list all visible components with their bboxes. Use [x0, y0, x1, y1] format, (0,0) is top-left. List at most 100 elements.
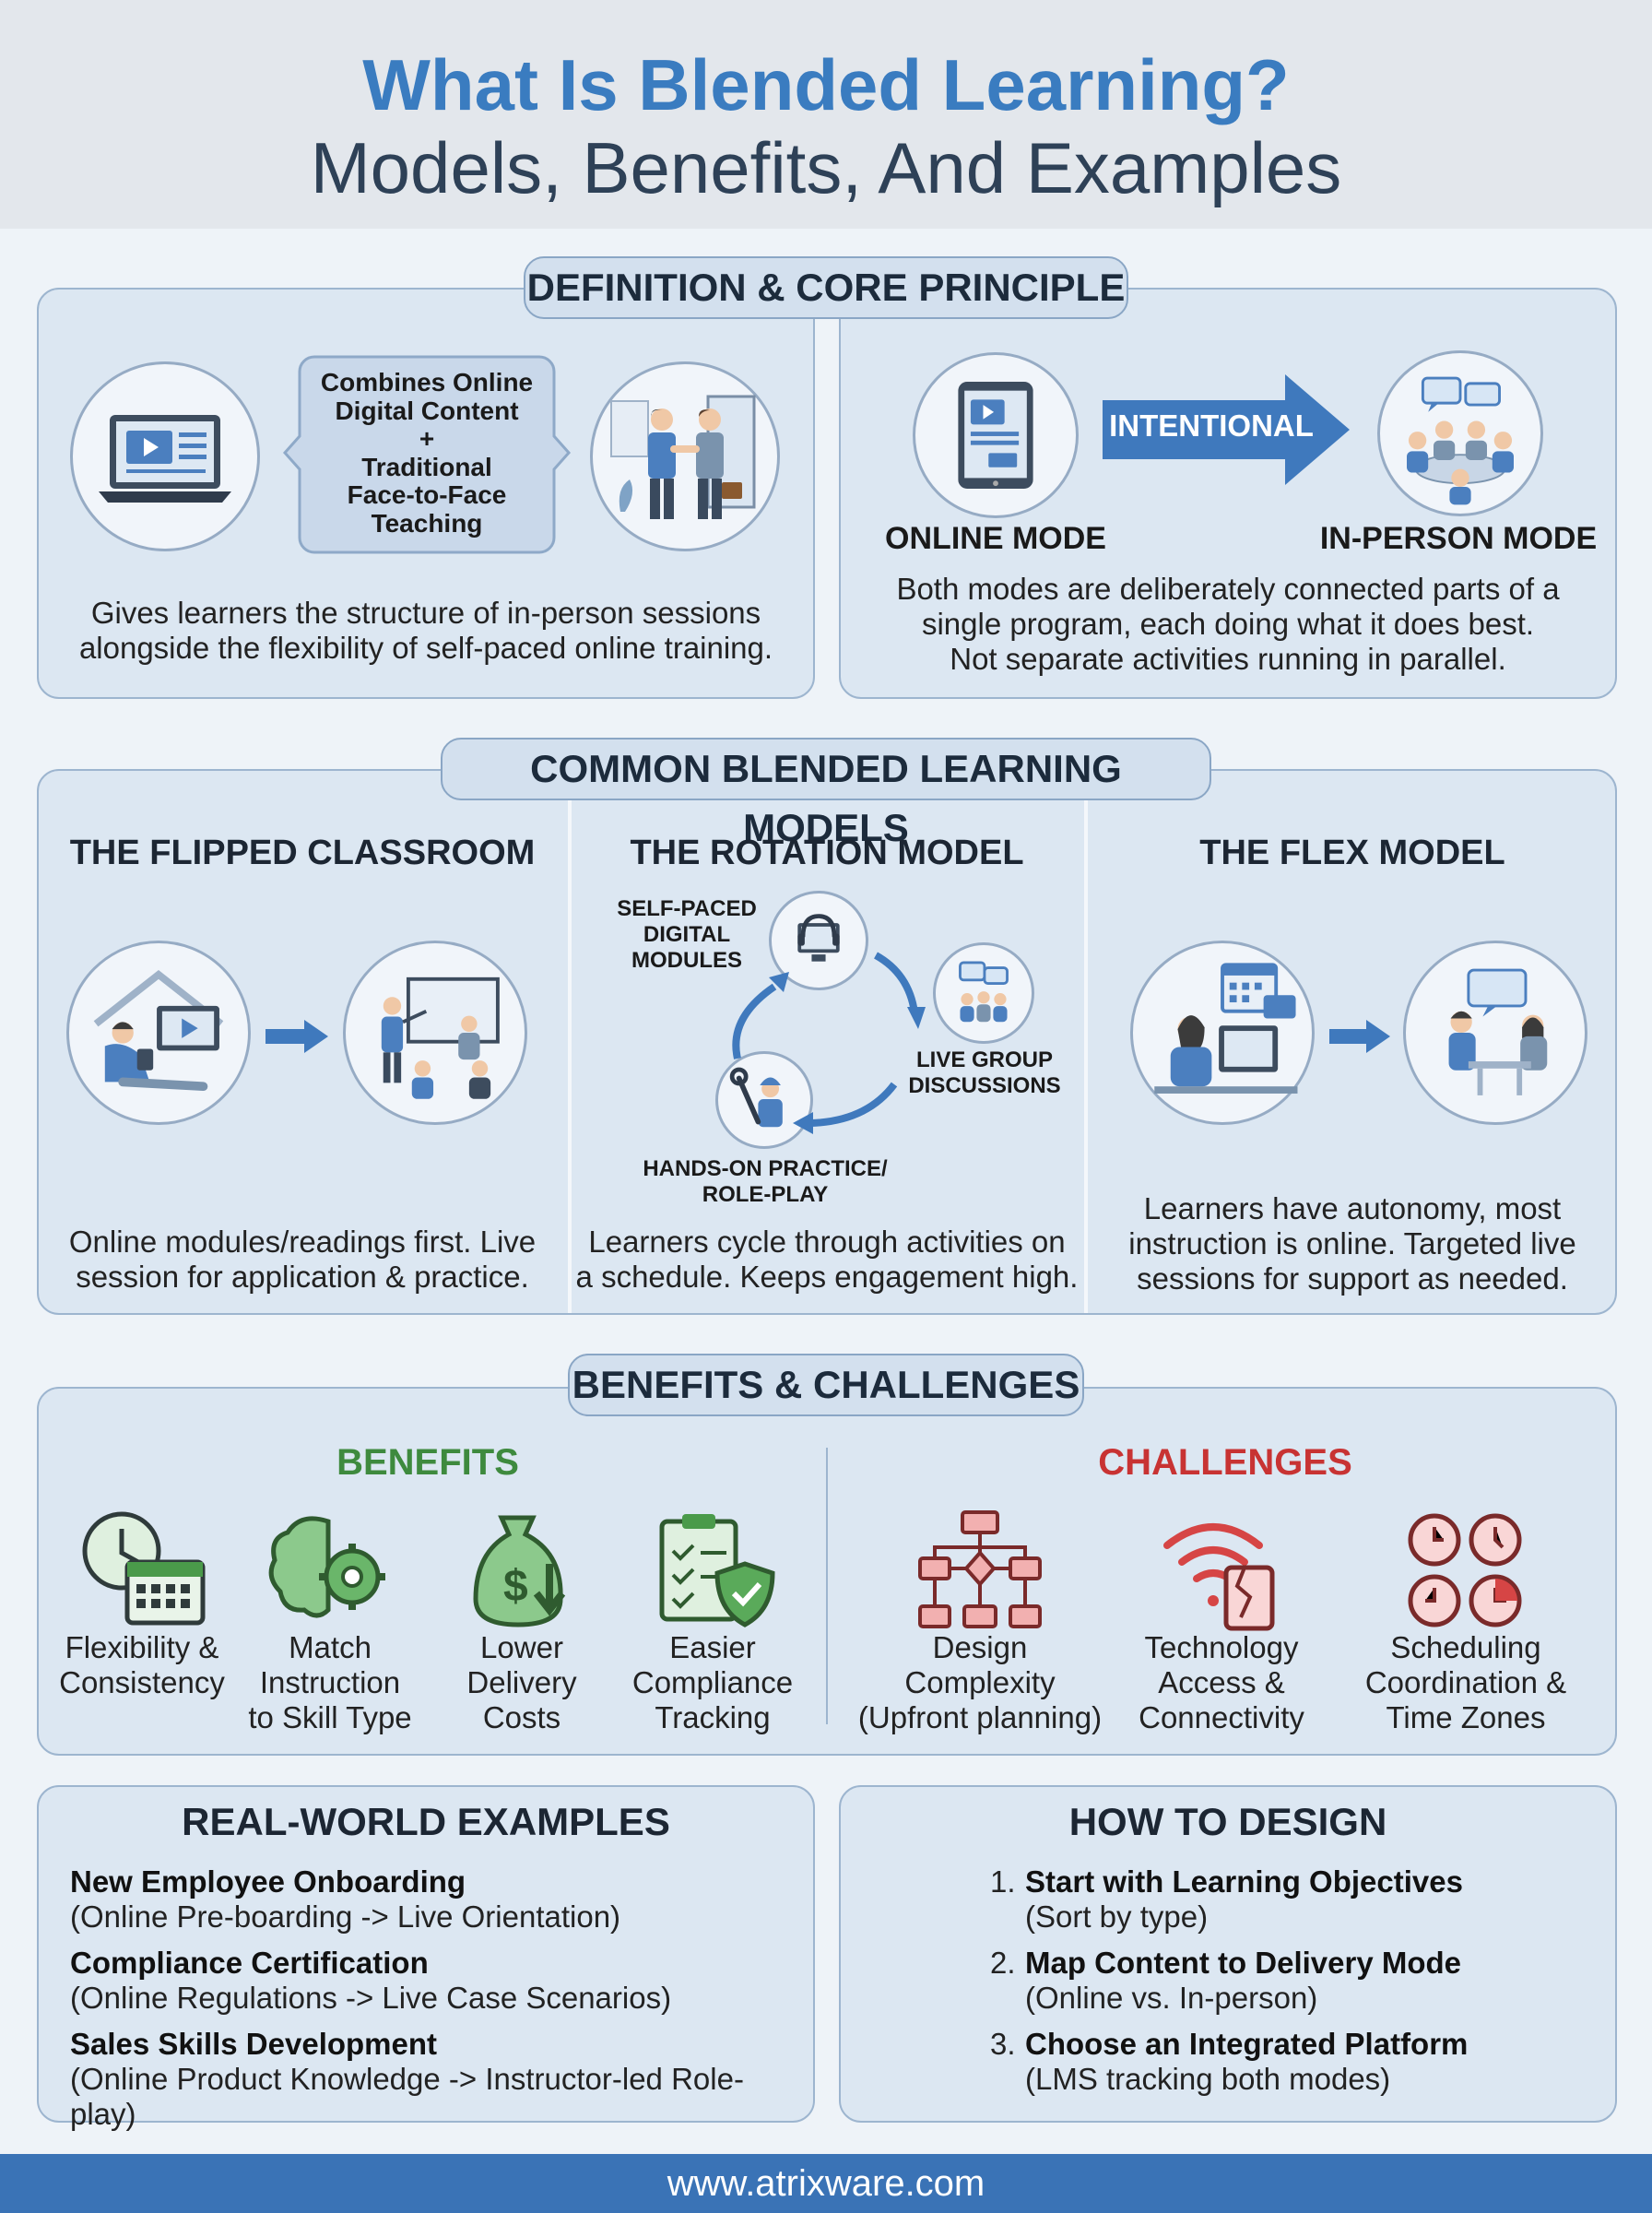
callout-text: Combines Online Digital Content + Tradit…: [304, 368, 549, 538]
benefits-heading: BENEFITS: [336, 1442, 519, 1483]
example-name: Sales Skills Development: [70, 2027, 438, 2061]
examples-list: New Employee Onboarding (Online Pre-boar…: [70, 1864, 808, 2132]
intentional-label: INTENTIONAL: [1109, 408, 1314, 443]
example-detail: (Online Product Knowledge -> Instructor-…: [70, 2062, 744, 2131]
design-step: 1. Start with Learning Objectives (Sort …: [990, 1864, 1608, 1935]
example-item: New Employee Onboarding (Online Pre-boar…: [70, 1864, 808, 1935]
label-line: Connectivity: [1139, 1700, 1304, 1734]
flowchart-icon: [914, 1509, 1045, 1632]
design-step: 2. Map Content to Delivery Mode (Online …: [990, 1946, 1608, 2016]
caption-line: a schedule. Keeps engagement high.: [575, 1260, 1079, 1294]
caption-line: session for application & practice.: [76, 1260, 529, 1294]
flipped-home-circle: [66, 941, 251, 1125]
flipped-classroom-circle: [343, 941, 527, 1125]
rotation-cycle-arrows: [732, 952, 926, 1134]
home-study-icon: [93, 970, 224, 1092]
rotation-caption: Learners cycle through activities on a s…: [572, 1225, 1082, 1295]
design-title: HOW TO DESIGN: [1068, 1800, 1387, 1843]
benefit-label: Lower Delivery Costs: [430, 1630, 614, 1735]
label-line: Delivery: [466, 1665, 577, 1699]
example-name: Compliance Certification: [70, 1946, 429, 1980]
label-line: Consistency: [59, 1665, 225, 1699]
rotation-label-top: SELF-PACED DIGITAL MODULES: [601, 896, 773, 974]
online-learner-icon: [1154, 963, 1298, 1094]
handshake-icon: [610, 395, 756, 519]
flex-caption: Learners have autonomy, most instruction…: [1090, 1191, 1615, 1296]
section-title-benefits-challenges: BENEFITS & CHALLENGES: [568, 1354, 1084, 1416]
challenge-label: Scheduling Coordination & Time Zones: [1346, 1630, 1586, 1735]
example-name: New Employee Onboarding: [70, 1864, 466, 1899]
caption-line: Gives learners the structure of in-perso…: [90, 596, 761, 630]
inperson-mode-label: IN-PERSON MODE: [1319, 521, 1598, 556]
challenge-label: Design Complexity (Upfront planning): [846, 1630, 1114, 1735]
intentional-arrow: [1103, 374, 1350, 485]
clocks-icon: [1403, 1509, 1528, 1632]
label-line: DIGITAL: [643, 922, 731, 947]
examples-panel: [37, 1785, 815, 2123]
caption-line: Learners cycle through activities on: [588, 1225, 1066, 1259]
step-detail: (LMS tracking both modes): [1025, 2062, 1391, 2096]
label-line: Easier: [669, 1630, 756, 1664]
group-meeting-icon: [1407, 376, 1514, 505]
example-detail: (Online Regulations -> Live Case Scenari…: [70, 1981, 672, 2015]
flex-live-circle: [1403, 941, 1587, 1125]
tablet-circle: [913, 352, 1079, 518]
caption-line: alongside the flexibility of self-paced …: [78, 631, 773, 665]
step-name: Map Content to Delivery Mode: [1025, 1946, 1462, 1980]
challenge-label: Technology Access & Connectivity: [1115, 1630, 1328, 1735]
headphones-computer-icon: [797, 914, 840, 962]
money-bag-icon: $: [461, 1509, 581, 1632]
flipped-caption: Online modules/readings first. Live sess…: [39, 1225, 566, 1295]
step-name: Start with Learning Objectives: [1025, 1864, 1463, 1899]
label-line: Technology: [1144, 1630, 1299, 1664]
callout-line: Face-to-Face: [347, 480, 507, 509]
callout-line: Traditional: [361, 452, 492, 481]
rotation-group-circle: [933, 942, 1034, 1044]
rotation-label-bottom: HANDS-ON PRACTICE/ ROLE-PLAY: [627, 1156, 903, 1208]
clipboard-shield-icon: [649, 1509, 778, 1632]
callout-line: Digital Content: [335, 396, 519, 425]
label-line: Coordination &: [1364, 1665, 1567, 1699]
brain-gear-icon: [264, 1503, 389, 1632]
design-panel: [839, 1785, 1617, 2123]
label-line: LIVE GROUP: [915, 1047, 1054, 1072]
section-title-models: COMMON BLENDED LEARNING MODELS: [441, 738, 1211, 849]
caption-line: Both modes are deliberately connected pa…: [896, 572, 1560, 606]
example-item: Compliance Certification (Online Regulat…: [70, 1946, 808, 2016]
benefit-label: Match Instruction to Skill Type: [238, 1630, 422, 1735]
page-title: What Is Blended Learning?: [362, 44, 1290, 125]
label-line: MODULES: [631, 948, 742, 973]
label-line: Time Zones: [1386, 1700, 1546, 1734]
example-item: Sales Skills Development (Online Product…: [70, 2027, 808, 2132]
broken-wifi-icon: [1162, 1509, 1281, 1632]
flex-arrow-icon: [1329, 1020, 1390, 1053]
caption-line: instruction is online. Targeted live: [1128, 1226, 1576, 1260]
step-number: 3.: [990, 2027, 1016, 2061]
callout-line: +: [419, 424, 435, 453]
classroom-icon: [381, 976, 500, 1099]
rotation-label-right: LIVE GROUP DISCUSSIONS: [892, 1047, 1077, 1099]
label-line: Flexibility &: [65, 1630, 219, 1664]
laptop-circle: [70, 361, 260, 551]
header: What Is Blended Learning? Models, Benefi…: [0, 0, 1652, 229]
step-detail: (Online vs. In-person): [1025, 1981, 1318, 2015]
benefit-label: Flexibility & Consistency: [50, 1630, 234, 1700]
label-line: Tracking: [655, 1700, 771, 1734]
definition-left-caption: Gives learners the structure of in-perso…: [55, 596, 796, 666]
callout-shape: [282, 355, 572, 554]
footer-url-link[interactable]: www.atrixware.com: [667, 2163, 985, 2204]
label-line: to Skill Type: [248, 1700, 412, 1734]
examples-title: REAL-WORLD EXAMPLES: [182, 1800, 670, 1843]
label-line: Lower: [480, 1630, 563, 1664]
group-circle: [1377, 350, 1543, 516]
section-title-definition: DEFINITION & CORE PRINCIPLE: [524, 256, 1128, 319]
label-line: Design: [932, 1630, 1028, 1664]
models-divider: [568, 789, 572, 1313]
footer: www.atrixware.com: [0, 2154, 1652, 2213]
step-name: Choose an Integrated Platform: [1025, 2027, 1469, 2061]
flex-title: THE FLEX MODEL: [1199, 834, 1505, 872]
definition-right-caption: Both modes are deliberately connected pa…: [857, 572, 1599, 677]
caption-line: Learners have autonomy, most: [1143, 1191, 1562, 1225]
step-number: 2.: [990, 1946, 1016, 1980]
step-number: 1.: [990, 1864, 1016, 1899]
